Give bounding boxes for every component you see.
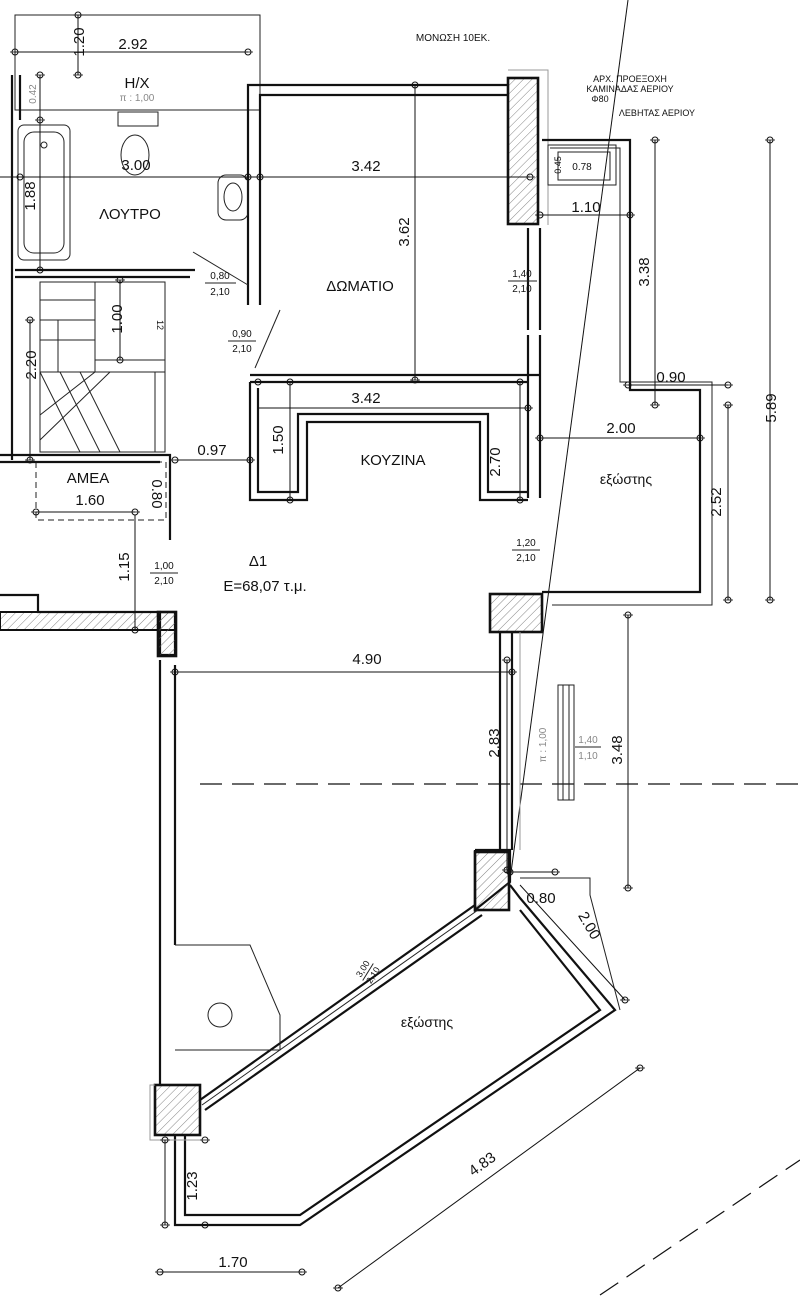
opening-bath-width: 0,80	[210, 271, 230, 282]
opening-entry-height: 2,10	[154, 576, 174, 587]
dim-2-70: 2.70	[487, 447, 504, 476]
fixtures	[17, 111, 575, 801]
balcony-top-label: εξώστης	[600, 471, 652, 487]
dim-2-00-diag: 2.00	[574, 909, 603, 943]
dim-1-00: 1.00	[109, 304, 126, 333]
opening-hall-width: 0,90	[232, 329, 252, 340]
stair-mark: 12	[155, 320, 165, 330]
dim-3-48: 3.48	[609, 735, 626, 764]
toilet-tank	[117, 111, 159, 127]
dim-3-38: 3.38	[636, 257, 653, 286]
chimney-note-2: ΚΑΜΙΝΑΔΑΣ ΑΕΡΙΟΥ	[586, 84, 673, 94]
toilet-bowl	[120, 134, 150, 176]
dim-1-70: 1.70	[218, 1254, 247, 1271]
dim-1-50: 1.50	[270, 425, 287, 454]
wc-sill-note: π : 1,00	[120, 93, 155, 104]
dim-1-10: 1.10	[571, 199, 600, 216]
walls	[0, 14, 713, 1227]
dim-3-42-mid: 3.42	[351, 390, 380, 407]
opening-bath-door: 0,80 2,10	[205, 271, 236, 298]
dim-2-92: 2.92	[118, 36, 147, 53]
insulation-note: ΜΟΝΩΣΗ 10ΕΚ.	[416, 33, 490, 44]
opening-balcony-height: 2,10	[516, 553, 536, 564]
dim-0-42: 0.42	[28, 84, 39, 104]
unit-name-label: Δ1	[249, 553, 267, 570]
dim-4-90: 4.90	[352, 651, 381, 668]
dim-0-80-bottom: 0.80	[526, 890, 555, 907]
window-hall	[562, 684, 570, 801]
opening-bath-height: 2,10	[210, 287, 230, 298]
dim-0-78: 0.78	[572, 162, 592, 173]
dim-2-52: 2.52	[708, 487, 725, 516]
dim-2-83: 2.83	[486, 728, 503, 757]
staircase	[39, 281, 166, 453]
dim-5-89: 5.89	[763, 393, 780, 422]
dim-1-20: 1.20	[71, 27, 88, 56]
room-accessible-label: ΑΜΕΑ	[67, 470, 110, 487]
dim-0-45: 0.45	[553, 156, 563, 174]
dim-4-83: 4.83	[466, 1149, 500, 1180]
opening-window-width: 1,40	[578, 735, 598, 746]
room-bedroom-label: ΔΩΜΑΤΙΟ	[326, 278, 394, 295]
unit-area-label: Ε=68,07 τ.μ.	[223, 578, 306, 595]
dim-0-90: 0.90	[656, 369, 685, 386]
opening-entry-width: 1,00	[154, 561, 174, 572]
room-bath-label: ΛΟΥΤΡΟ	[99, 206, 161, 223]
chimney-note-1: ΑΡΧ. ΠΡΟΕΞΟΧΗ	[593, 74, 667, 84]
opening-room-width: 1,40	[512, 269, 532, 280]
dim-3-62: 3.62	[396, 217, 413, 246]
dim-3-42-top: 3.42	[351, 158, 380, 175]
dim-1-88: 1.88	[22, 181, 39, 210]
window-sill-note: π : 1,00	[538, 727, 549, 762]
dim-2-00-balcony: 2.00	[606, 420, 635, 437]
dim-3-00: 3.00	[121, 157, 150, 174]
opening-balcony-width: 1,20	[516, 538, 536, 549]
bathtub	[17, 124, 71, 261]
dim-1-23: 1.23	[184, 1171, 201, 1200]
opening-window-height: 1,10	[578, 751, 598, 762]
opening-slider: 3,00 2,10	[354, 959, 382, 986]
dimension-lines	[0, 15, 771, 1289]
dim-0-80-amea: 0.80	[148, 479, 165, 508]
opening-hall-door: 0,90 2,10	[228, 329, 256, 355]
door-swing-bath	[192, 251, 249, 286]
opening-room-height: 2,10	[512, 284, 532, 295]
balcony-bottom-label: εξώστης	[401, 1014, 453, 1030]
opening-window: 1,40 1,10	[575, 735, 601, 762]
opening-entry-door: 1,00 2,10	[150, 561, 178, 587]
room-kitchen-label: ΚΟΥΖΙΝΑ	[361, 452, 426, 469]
labels: ΛΟΥΤΡΟ Η/Χ ΔΩΜΑΤΙΟ ΚΟΥΖΙΝΑ ΑΜΕΑ Δ1 Ε=68,…	[22, 27, 780, 1271]
sink	[217, 174, 249, 221]
dim-0-97: 0.97	[197, 442, 226, 459]
boiler-note: ΛΕΒΗΤΑΣ ΑΕΡΙΟΥ	[619, 108, 695, 118]
room-wc-label: Η/Χ	[124, 75, 149, 92]
opening-room-door: 1,40 2,10	[508, 269, 537, 295]
dim-2-20: 2.20	[23, 350, 40, 379]
dimension-ticks	[10, 11, 775, 1292]
door-swing-hall	[254, 309, 281, 369]
chimney-note-3: Φ80	[591, 94, 608, 104]
opening-balcony-door: 1,20 2,10	[512, 538, 540, 564]
dim-1-60: 1.60	[75, 492, 104, 509]
opening-hall-height: 2,10	[232, 344, 252, 355]
dim-1-15: 1.15	[116, 552, 133, 581]
